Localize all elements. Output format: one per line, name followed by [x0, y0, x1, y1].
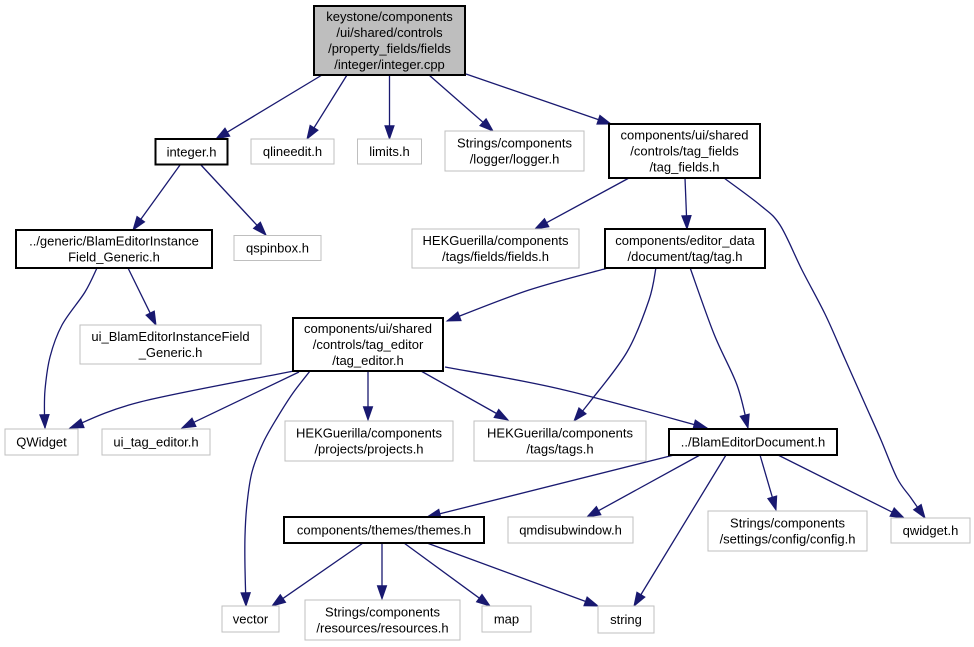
- svg-text:Field_Generic.h: Field_Generic.h: [68, 250, 160, 265]
- svg-text:components/ui/shared: components/ui/shared: [621, 128, 749, 143]
- svg-text:Strings/components: Strings/components: [457, 136, 572, 151]
- svg-text:/property_fields/fields: /property_fields/fields: [328, 41, 451, 56]
- svg-text:ui_tag_editor.h: ui_tag_editor.h: [113, 435, 198, 450]
- svg-text:components/ui/shared: components/ui/shared: [304, 321, 432, 336]
- svg-text:string: string: [610, 612, 642, 627]
- svg-text:qmdisubwindow.h: qmdisubwindow.h: [519, 523, 622, 538]
- svg-text:map: map: [494, 612, 519, 627]
- svg-text:/logger/logger.h: /logger/logger.h: [470, 152, 560, 167]
- svg-text:Strings/components: Strings/components: [730, 516, 845, 531]
- svg-text:ui_BlamEditorInstanceField: ui_BlamEditorInstanceField: [91, 329, 249, 344]
- svg-text:/document/tag/tag.h: /document/tag/tag.h: [628, 249, 743, 264]
- svg-text:/integer/integer.cpp: /integer/integer.cpp: [334, 57, 445, 72]
- svg-text:/settings/config/config.h: /settings/config/config.h: [720, 532, 856, 547]
- svg-text:../BlamEditorDocument.h: ../BlamEditorDocument.h: [681, 435, 826, 450]
- svg-text:Strings/components: Strings/components: [325, 605, 440, 620]
- svg-text:/controls/tag_fields: /controls/tag_fields: [630, 144, 739, 159]
- svg-text:/tag_fields.h: /tag_fields.h: [649, 160, 719, 175]
- svg-text:QWidget: QWidget: [16, 435, 67, 450]
- svg-text:integer.h: integer.h: [167, 144, 217, 159]
- svg-text:limits.h: limits.h: [369, 144, 409, 159]
- svg-text:/projects/projects.h: /projects/projects.h: [314, 442, 423, 457]
- svg-text:qwidget.h: qwidget.h: [903, 523, 959, 538]
- svg-text:components/editor_data: components/editor_data: [615, 233, 755, 248]
- svg-text:qlineedit.h: qlineedit.h: [263, 144, 322, 159]
- svg-text:vector: vector: [233, 612, 269, 627]
- svg-text:_Generic.h: _Generic.h: [138, 345, 203, 360]
- svg-text:keystone/components: keystone/components: [326, 9, 453, 24]
- svg-text:HEKGuerilla/components: HEKGuerilla/components: [296, 426, 442, 441]
- svg-text:/controls/tag_editor: /controls/tag_editor: [313, 337, 424, 352]
- svg-text:/resources/resources.h: /resources/resources.h: [316, 621, 448, 636]
- svg-text:HEKGuerilla/components: HEKGuerilla/components: [487, 426, 633, 441]
- svg-text:components/themes/themes.h: components/themes/themes.h: [297, 523, 471, 538]
- svg-text:/tags/fields/fields.h: /tags/fields/fields.h: [442, 249, 549, 264]
- svg-text:/tag_editor.h: /tag_editor.h: [332, 353, 404, 368]
- svg-text:/tags/tags.h: /tags/tags.h: [526, 442, 593, 457]
- svg-text:qspinbox.h: qspinbox.h: [246, 241, 309, 256]
- svg-text:/ui/shared/controls: /ui/shared/controls: [336, 25, 443, 40]
- svg-text:HEKGuerilla/components: HEKGuerilla/components: [423, 233, 569, 248]
- svg-text:../generic/BlamEditorInstance: ../generic/BlamEditorInstance: [29, 234, 199, 249]
